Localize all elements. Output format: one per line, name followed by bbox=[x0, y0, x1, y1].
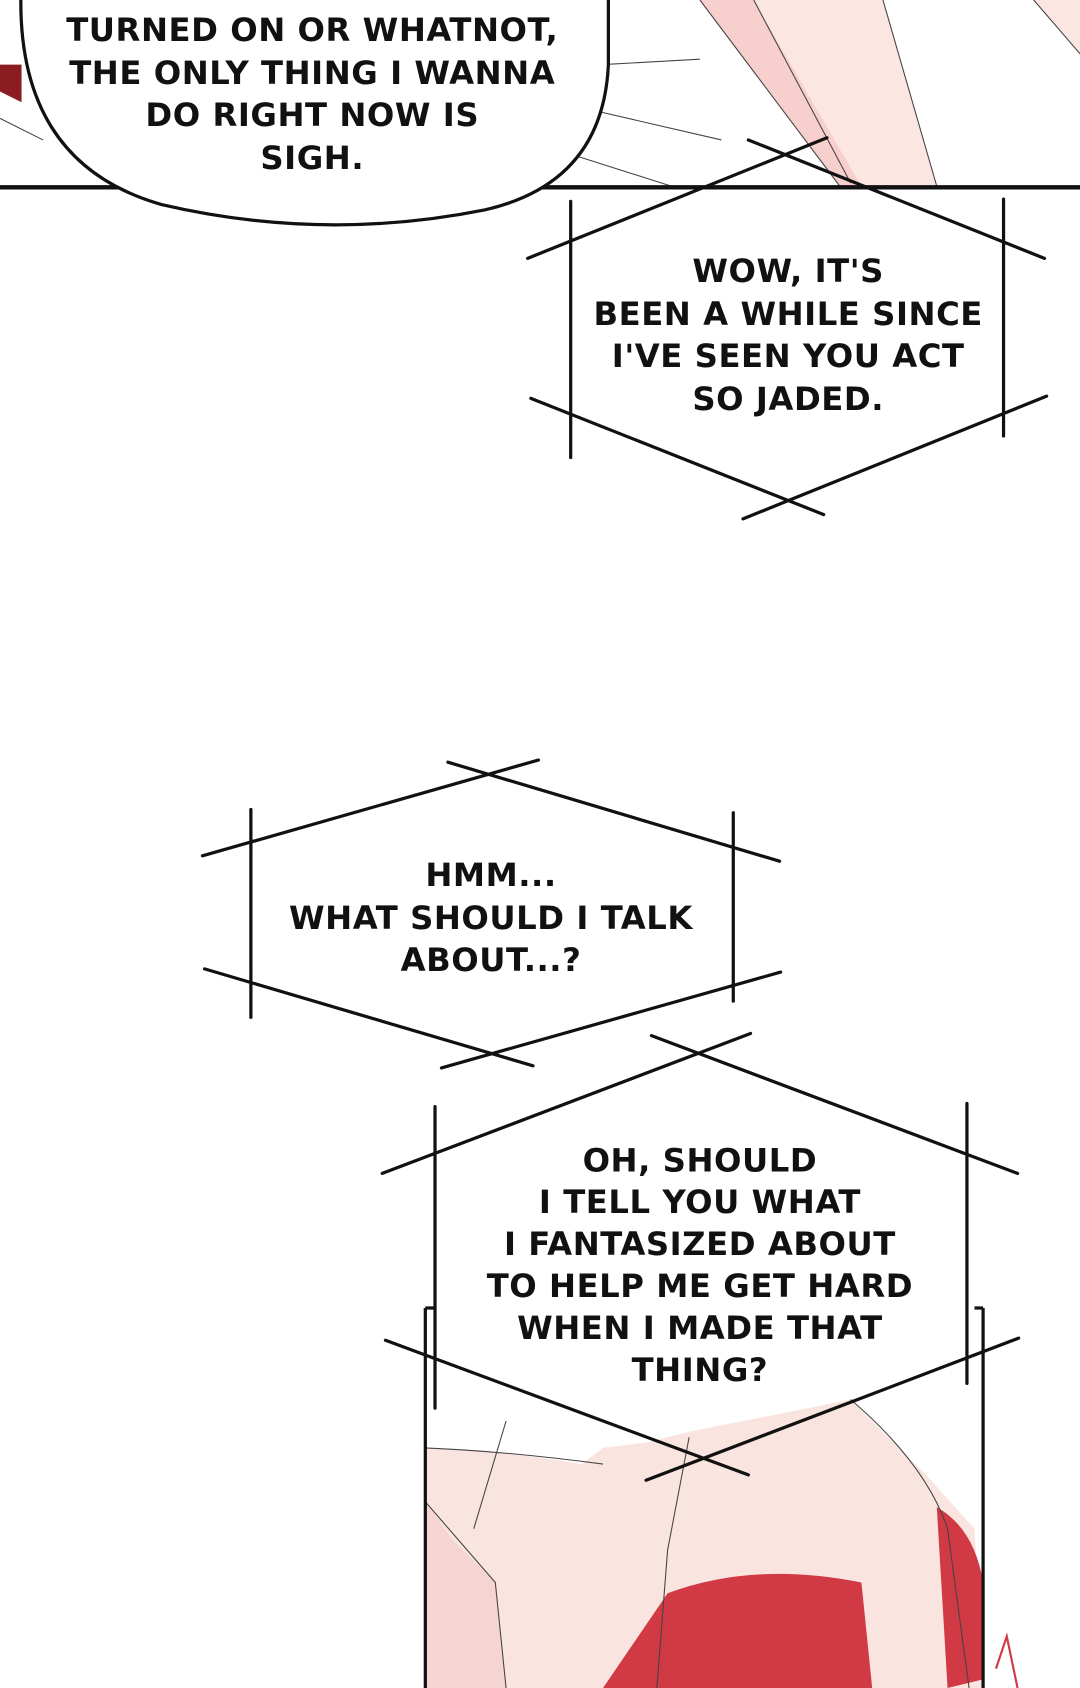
bubble-line: THE ONLY THING I WANNA bbox=[69, 54, 555, 92]
caption-line: ABOUT...? bbox=[401, 941, 582, 979]
caption-line: OH, SHOULD bbox=[583, 1141, 818, 1179]
caption-line: I FANTASIZED ABOUT bbox=[504, 1225, 896, 1263]
caption-box-3: OH, SHOULD I TELL YOU WHAT I FANTASIZED … bbox=[380, 1031, 1021, 1482]
speech-bubble: TURNED ON OR WHATNOT, THE ONLY THING I W… bbox=[19, 0, 610, 227]
caption-line: BEEN A WHILE SINCE bbox=[593, 295, 982, 333]
bottom-panel-art bbox=[423, 1306, 1019, 1688]
caption-line: I'VE SEEN YOU ACT bbox=[612, 337, 965, 375]
caption-line: THING? bbox=[632, 1351, 769, 1389]
caption-box-1: WOW, IT'S BEEN A WHILE SINCE I'VE SEEN Y… bbox=[526, 136, 1049, 521]
bubble-line: SIGH. bbox=[260, 139, 364, 177]
caption-line: TO HELP ME GET HARD bbox=[487, 1267, 913, 1305]
caption-line: WOW, IT'S bbox=[692, 252, 884, 290]
caption-line: WHAT SHOULD I TALK bbox=[289, 899, 693, 937]
caption-box-2: HMM... WHAT SHOULD I TALK ABOUT...? bbox=[200, 758, 783, 1070]
caption-line: HMM... bbox=[425, 856, 556, 894]
bubble-line: TURNED ON OR WHATNOT, bbox=[66, 11, 558, 49]
caption-line: SO JADED. bbox=[692, 380, 884, 418]
bubble-line: DO RIGHT NOW IS bbox=[145, 96, 479, 134]
caption-line: I TELL YOU WHAT bbox=[539, 1183, 861, 1221]
caption-line: WHEN I MADE THAT bbox=[517, 1309, 883, 1347]
